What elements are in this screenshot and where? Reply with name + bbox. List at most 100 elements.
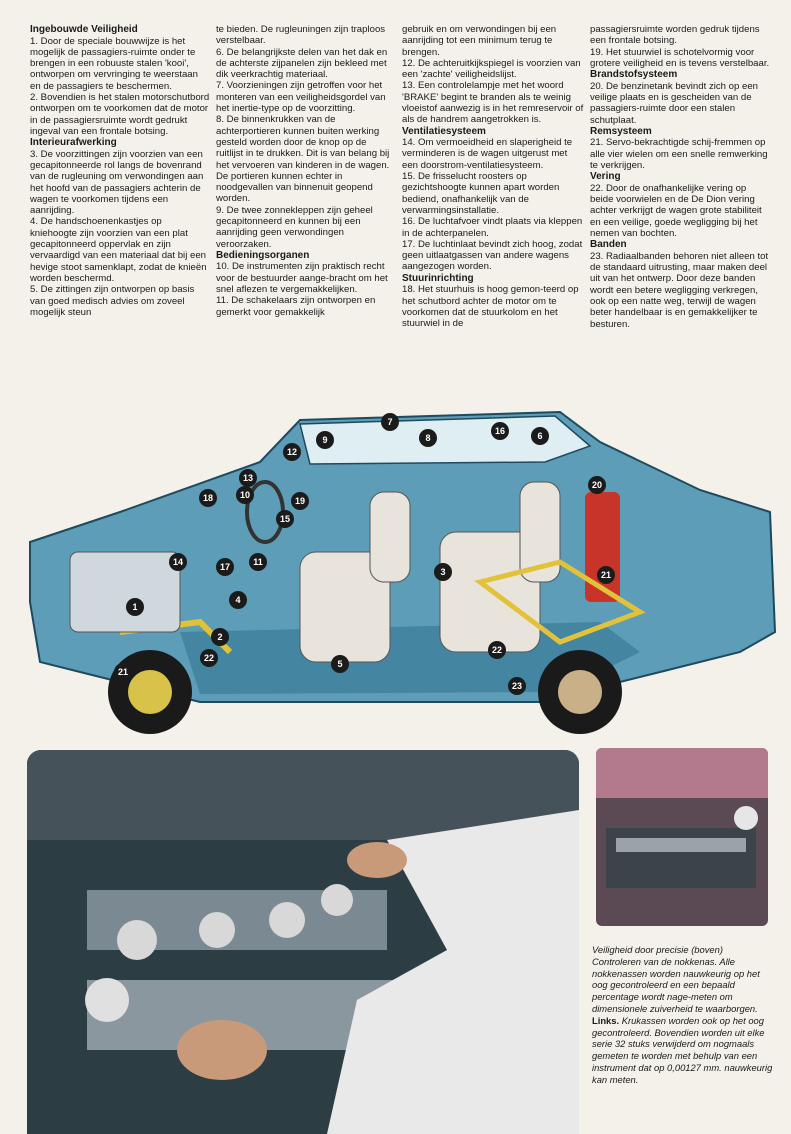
fuel-tank	[585, 492, 620, 602]
paragraph: 19. Het stuurwiel is schotelvormig voor …	[590, 46, 770, 69]
callout-marker: 22	[488, 641, 506, 659]
callout-marker: 3	[434, 563, 452, 581]
paragraph: 5. De zittingen zijn ontworpen op basis …	[30, 284, 195, 318]
callout-number: 16	[495, 426, 505, 436]
callout-number: 5	[337, 659, 342, 669]
inspector-arm	[327, 810, 579, 1134]
section-heading: Remsysteem	[590, 125, 652, 137]
callout-marker: 16	[491, 422, 509, 440]
callout-number: 13	[243, 473, 253, 483]
callout-marker: 6	[531, 427, 549, 445]
paragraph: 9. De twee zonnekleppen zijn geheel geca…	[216, 204, 373, 250]
paragraph: 13. Een controlelampje met het woord 'BR…	[402, 80, 584, 126]
paragraph: 22. Door de onafhankelijke vering op bei…	[590, 182, 762, 239]
callout-number: 6	[537, 431, 542, 441]
callout-marker: 21	[114, 663, 132, 681]
callout-marker: 14	[169, 553, 187, 571]
callout-marker: 18	[199, 489, 217, 507]
callout-number: 22	[204, 653, 214, 663]
rear-wheel	[538, 650, 622, 734]
engine	[69, 551, 181, 633]
callout-number: 2	[217, 632, 222, 642]
paragraph: 2. Bovendien is het stalen motorschutbor…	[30, 91, 210, 137]
callout-marker: 11	[249, 553, 267, 571]
inspector-hand	[347, 842, 407, 878]
callout-marker: 8	[419, 429, 437, 447]
caption-text-2: Krukassen worden ook op het oog gecontro…	[592, 1014, 773, 1085]
crankshaft-inspection-photo	[27, 750, 579, 1134]
paragraph: 11. De schakelaars zijn ontworpen en gem…	[216, 295, 376, 318]
section-heading: Bedieningsorganen	[216, 249, 310, 261]
callout-number: 17	[220, 562, 230, 572]
paragraph: 17. De luchtinlaat bevindt zich hoog, zo…	[402, 238, 583, 273]
text-column-3: gebruik en om verwondingen bij een aanri…	[402, 24, 584, 329]
paragraph: 18. Het stuurhuis is hoog gemon-teerd op…	[402, 284, 579, 330]
callout-marker: 2	[211, 628, 229, 646]
section-heading: Ingebouwde Veiligheid	[30, 24, 138, 35]
paragraph: 16. De luchtafvoer vindt plaats via klep…	[402, 216, 583, 239]
callout-marker: 22	[200, 649, 218, 667]
section-heading: Vering	[590, 171, 621, 183]
paragraph: gebruik en om verwondingen bij een aanri…	[402, 24, 557, 58]
callout-marker: 7	[381, 413, 399, 431]
callout-number: 22	[492, 645, 502, 655]
paragraph: passagiersruimte worden gedruk tijdens e…	[590, 24, 760, 47]
callout-marker: 4	[229, 591, 247, 609]
paragraph: te bieden. De rugleuningen zijn traploos…	[216, 24, 386, 47]
paragraph: 7. Voorzieningen zijn getroffen voor het…	[216, 80, 386, 115]
callout-marker: 12	[283, 443, 301, 461]
front-wheel	[108, 650, 192, 734]
callout-number: 21	[601, 570, 611, 580]
callout-number: 8	[425, 433, 430, 443]
callout-marker: 5	[331, 655, 349, 673]
callout-marker: 20	[588, 476, 606, 494]
callout-number: 21	[118, 667, 128, 677]
callout-number: 3	[440, 567, 445, 577]
paragraph: 14. Om vermoeidheid en slaperigheid te v…	[402, 137, 573, 171]
caption-text: Veiligheid door precisie (boven) Control…	[592, 944, 760, 1014]
callout-marker: 15	[276, 510, 294, 528]
section-heading: Banden	[590, 239, 627, 251]
callout-marker: 10	[236, 486, 254, 504]
callout-number: 10	[240, 490, 250, 500]
callout-number: 19	[295, 496, 305, 506]
front-seat	[299, 491, 411, 663]
callout-marker: 13	[239, 469, 257, 487]
callout-number: 18	[203, 493, 213, 503]
callout-marker: 9	[316, 431, 334, 449]
paragraph: 1. Door de speciale bouwwijze is het mog…	[30, 35, 198, 92]
callout-marker: 23	[508, 677, 526, 695]
paragraph: 23. Radiaalbanden behoren niet alleen to…	[590, 250, 769, 330]
camshaft-inspection-photo	[596, 748, 768, 926]
text-column-2: te bieden. De rugleuningen zijn traploos…	[216, 24, 396, 318]
photo-caption: Veiligheid door precisie (boven) Control…	[592, 944, 774, 1086]
caption-label: Links.	[592, 1014, 620, 1026]
paragraph: 10. De instrumenten zijn praktisch recht…	[216, 261, 388, 296]
text-column-4: passagiersruimte worden gedruk tijdens e…	[590, 24, 772, 330]
section-heading: Interieurafwerking	[30, 137, 117, 149]
section-heading: Ventilatiesysteem	[402, 125, 486, 137]
paragraph: 6. De belangrijkste delen van het dak en…	[216, 46, 388, 81]
paragraph: 3. De voorzittingen zijn voorzien van ee…	[30, 148, 204, 217]
callout-number: 23	[512, 681, 522, 691]
car-windows	[299, 415, 592, 465]
callout-number: 11	[253, 557, 263, 567]
callout-number: 12	[287, 447, 297, 457]
callout-number: 15	[280, 514, 290, 524]
paragraph: 4. De handschoenenkastjes op kniehoogte …	[30, 216, 207, 284]
paragraph: 21. Servo-bekrachtigde schij-fremmen op …	[590, 137, 768, 171]
inspector-left-hand	[177, 1020, 267, 1080]
paragraph: 20. De benzinetank bevindt zich op een v…	[590, 80, 759, 126]
rear-suspension	[474, 559, 646, 645]
callout-number: 7	[387, 417, 392, 427]
section-heading: Stuurinrichting	[402, 272, 474, 284]
callout-number: 20	[592, 480, 602, 490]
callout-number: 1	[132, 602, 137, 612]
paragraph: 15. De frisselucht roosters op gezichtsh…	[402, 171, 560, 216]
callout-number: 14	[173, 557, 183, 567]
callout-number: 9	[322, 435, 327, 445]
callout-marker: 1	[126, 598, 144, 616]
callout-number: 4	[235, 595, 240, 605]
